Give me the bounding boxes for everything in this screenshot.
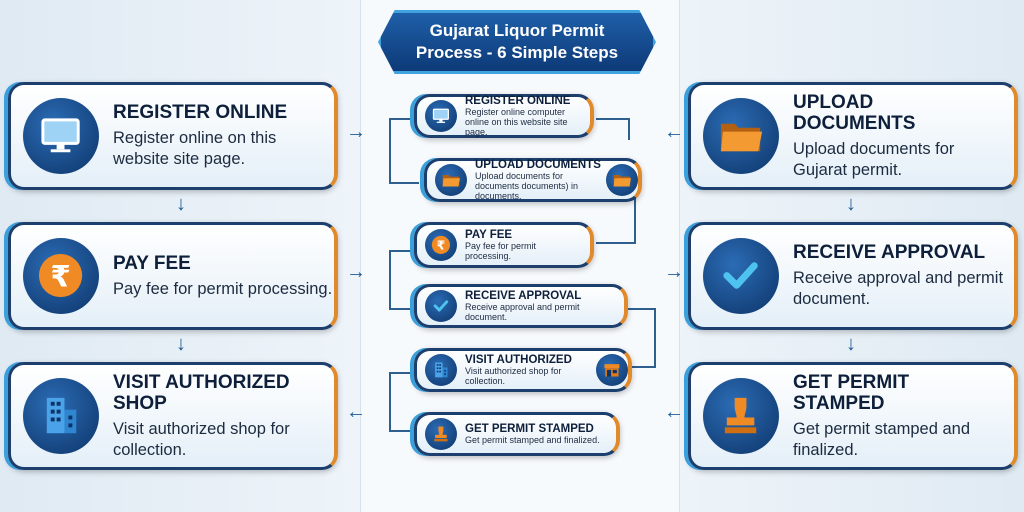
arrow-left-icon: ←	[346, 401, 366, 423]
flow-desc: Visit authorized shop for collection.	[465, 366, 562, 386]
monitor-icon	[23, 98, 99, 174]
step-title: REGISTER ONLINE	[113, 102, 288, 123]
rupee-icon	[425, 229, 457, 261]
flow-title: UPLOAD DOCUMENTS	[475, 159, 601, 171]
arrow-down-icon: ↓	[846, 333, 856, 355]
stamp-icon	[425, 418, 457, 450]
title-line1: Gujarat Liquor Permit	[429, 21, 605, 40]
step-title: RECEIVE APPROVAL	[793, 242, 986, 263]
flow-desc: Register online computer online on this …	[465, 107, 568, 137]
arrow-right-icon: →	[346, 121, 366, 143]
arrow-left-icon: ←	[664, 121, 684, 143]
connector-line	[596, 180, 636, 244]
flow-title: RECEIVE APPROVAL	[465, 290, 582, 302]
shop-icon	[596, 354, 628, 386]
building-icon	[23, 378, 99, 454]
stamp-icon	[703, 378, 779, 454]
step-card-pay-fee: PAY FEE Pay fee for permit processing.	[8, 222, 338, 330]
folder-icon	[435, 164, 467, 196]
step-title: UPLOAD DOCUMENTS	[793, 91, 916, 134]
connector-line	[389, 372, 419, 432]
arrow-right-icon: →	[346, 261, 366, 283]
building-icon	[425, 354, 457, 386]
connector-line	[389, 250, 419, 310]
connector-line	[389, 118, 419, 184]
rupee-icon	[23, 238, 99, 314]
title-line2: Process - 6 Simple Steps	[415, 43, 619, 62]
flow-title: PAY FEE	[465, 229, 513, 241]
folder-icon	[703, 98, 779, 174]
step-card-visit-shop: VISIT AUTHORIZED SHOP Visit authorized sh…	[8, 362, 338, 470]
step-card-get-permit-stamped: GET PERMIT STAMPED Get permit stamped and…	[688, 362, 1018, 470]
step-card-register-online: REGISTER ONLINE Register online on this w…	[8, 82, 338, 190]
check-icon	[425, 290, 457, 322]
folder-icon	[606, 164, 638, 196]
arrow-down-icon: ↓	[176, 333, 186, 355]
flow-desc: Upload documents for documents documents…	[475, 171, 579, 201]
monitor-icon	[425, 100, 457, 132]
step-desc: Pay fee for permit processing.	[113, 279, 333, 298]
arrow-down-icon: ↓	[846, 193, 856, 215]
arrow-right-icon: →	[664, 261, 684, 283]
flow-title: REGISTER ONLINE	[465, 95, 571, 107]
flow-title: VISIT AUTHORIZED	[465, 354, 572, 366]
connector-line	[596, 118, 630, 140]
step-desc: Receive approval and permit document.	[793, 269, 1004, 308]
connector-line	[626, 308, 656, 368]
flow-title: GET PERMIT STAMPED	[465, 423, 594, 435]
step-desc: Upload documents for Gujarat permit.	[793, 139, 955, 179]
step-title: GET PERMIT STAMPED	[793, 371, 910, 414]
step-desc: Register online on this website site pag…	[113, 129, 277, 168]
arrow-left-icon: ←	[664, 401, 684, 423]
step-card-upload-documents: UPLOAD DOCUMENTS Upload documents for Guj…	[688, 82, 1018, 190]
step-title: VISIT AUTHORIZED SHOP	[113, 371, 290, 414]
flow-desc: Get permit stamped and finalized.	[465, 435, 600, 445]
step-card-receive-approval: RECEIVE APPROVAL Receive approval and per…	[688, 222, 1018, 330]
title-banner: Gujarat Liquor Permit Process - 6 Simple…	[378, 10, 656, 74]
flow-desc: Pay fee for permit processing.	[465, 241, 537, 261]
flow-desc: Receive approval and permit document.	[465, 302, 580, 322]
check-icon	[703, 238, 779, 314]
step-title: PAY FEE	[113, 252, 191, 274]
step-desc: Visit authorized shop for collection.	[113, 419, 290, 459]
arrow-down-icon: ↓	[176, 193, 186, 215]
step-desc: Get permit stamped and finalized.	[793, 419, 971, 459]
